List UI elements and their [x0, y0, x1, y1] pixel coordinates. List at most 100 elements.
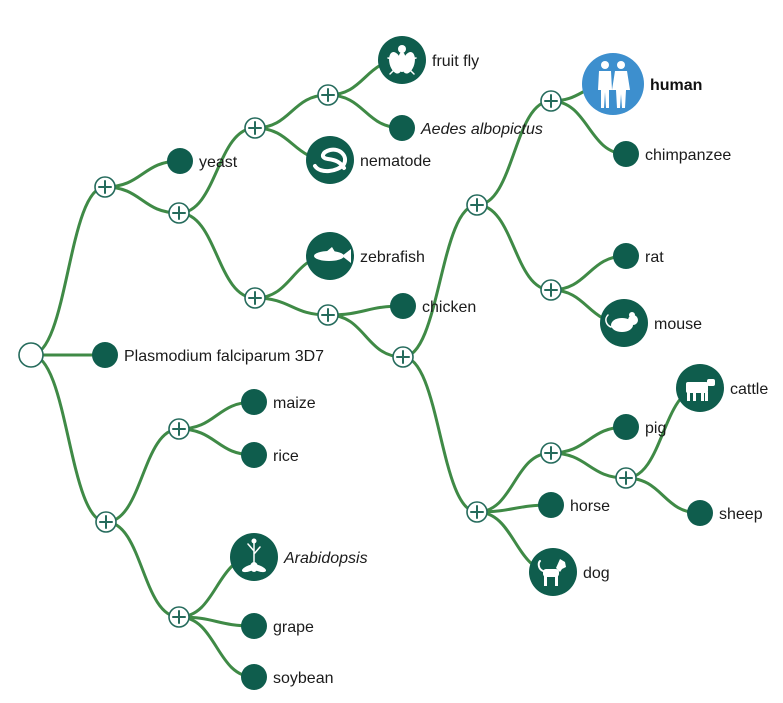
mouse-circle[interactable] — [600, 299, 648, 347]
species-label-yeast[interactable]: yeast — [199, 154, 238, 171]
species-label-grape[interactable]: grape — [273, 619, 314, 636]
expand-node-j-l1[interactable] — [466, 501, 488, 523]
expand-circle[interactable] — [94, 176, 116, 198]
expand-node-j-u3[interactable] — [317, 84, 339, 106]
expand-circle[interactable] — [317, 304, 339, 326]
species-label-dog[interactable]: dog — [583, 565, 610, 582]
species-node-aedes[interactable] — [389, 115, 415, 141]
expand-node-j-v1[interactable] — [244, 287, 266, 309]
dog-circle[interactable] — [529, 548, 577, 596]
species-label-cattle[interactable]: cattle — [730, 381, 768, 398]
edge-j-v3-j-p1 — [401, 203, 479, 359]
species-label-maize[interactable]: maize — [273, 395, 316, 412]
species-label-zebrafish[interactable]: zebrafish — [360, 249, 425, 266]
species-label-horse[interactable]: horse — [570, 498, 610, 515]
species-node-yeast[interactable] — [167, 148, 193, 174]
aedes-circle[interactable] — [389, 115, 415, 141]
species-node-chicken[interactable] — [390, 293, 416, 319]
species-node-mouse[interactable] — [600, 299, 648, 347]
plasmodium-circle[interactable] — [92, 342, 118, 368]
expand-node-j-upper[interactable] — [94, 176, 116, 198]
species-node-horse[interactable] — [538, 492, 564, 518]
species-node-human[interactable] — [582, 53, 644, 115]
expand-node-j-r1[interactable] — [540, 279, 562, 301]
species-node-fruit-fly[interactable] — [378, 36, 426, 84]
expand-circle[interactable] — [317, 84, 339, 106]
rice-circle[interactable] — [241, 442, 267, 468]
edge-j-v1-j-v2 — [253, 296, 330, 317]
cattle-circle[interactable] — [676, 364, 724, 412]
species-node-maize[interactable] — [241, 389, 267, 415]
species-node-sheep[interactable] — [687, 500, 713, 526]
expand-circle[interactable] — [392, 346, 414, 368]
expand-circle[interactable] — [615, 467, 637, 489]
expand-node-j-m1[interactable] — [168, 418, 190, 440]
expand-circle[interactable] — [540, 279, 562, 301]
species-node-cattle[interactable] — [676, 364, 724, 412]
species-label-sheep[interactable]: sheep — [719, 506, 763, 523]
species-node-chimpanzee[interactable] — [613, 141, 639, 167]
edge-j-p1-j-p2 — [475, 99, 553, 207]
fruit-fly-circle[interactable] — [378, 36, 426, 84]
expand-node-j-v2[interactable] — [317, 304, 339, 326]
species-label-human[interactable]: human — [650, 77, 702, 94]
species-node-plasmodium[interactable] — [92, 342, 118, 368]
species-node-nematode[interactable] — [306, 136, 354, 184]
expand-circle[interactable] — [168, 202, 190, 224]
expand-node-j-lower[interactable] — [95, 511, 117, 533]
species-node-rice[interactable] — [241, 442, 267, 468]
expand-circle[interactable] — [244, 287, 266, 309]
species-node-soybean[interactable] — [241, 664, 267, 690]
expand-node-j-v3[interactable] — [392, 346, 414, 368]
species-node-arabidopsis[interactable] — [230, 533, 278, 581]
species-label-plasmodium[interactable]: Plasmodium falciparum 3D7 — [124, 348, 324, 365]
expand-circle[interactable] — [540, 442, 562, 464]
chimpanzee-circle[interactable] — [613, 141, 639, 167]
soybean-circle[interactable] — [241, 664, 267, 690]
species-label-aedes[interactable]: Aedes albopictus — [420, 121, 543, 138]
zebrafish-circle[interactable] — [306, 232, 354, 280]
expand-node-j-l3[interactable] — [615, 467, 637, 489]
yeast-circle[interactable] — [167, 148, 193, 174]
species-label-mouse[interactable]: mouse — [654, 316, 702, 333]
species-label-chicken[interactable]: chicken — [422, 299, 476, 316]
horse-circle[interactable] — [538, 492, 564, 518]
species-label-fruit-fly[interactable]: fruit fly — [432, 53, 479, 70]
species-label-arabidopsis[interactable]: Arabidopsis — [283, 550, 368, 567]
expand-circle[interactable] — [168, 606, 190, 628]
root-node[interactable] — [18, 342, 44, 368]
human-circle[interactable] — [582, 53, 644, 115]
maize-circle[interactable] — [241, 389, 267, 415]
species-label-soybean[interactable]: soybean — [273, 670, 334, 687]
grape-circle[interactable] — [241, 613, 267, 639]
expand-node-j-p1[interactable] — [466, 194, 488, 216]
pig-circle[interactable] — [613, 414, 639, 440]
expand-node-j-m2[interactable] — [168, 606, 190, 628]
expand-node-j-p2[interactable] — [540, 90, 562, 112]
chicken-circle[interactable] — [390, 293, 416, 319]
species-node-zebrafish[interactable] — [306, 232, 354, 280]
expand-node-j-l2[interactable] — [540, 442, 562, 464]
species-node-dog[interactable] — [529, 548, 577, 596]
arabidopsis-circle[interactable] — [230, 533, 278, 581]
expand-circle[interactable] — [466, 501, 488, 523]
edge-j-v3-j-l1 — [401, 355, 479, 514]
nematode-circle[interactable] — [306, 136, 354, 184]
species-label-pig[interactable]: pig — [645, 420, 666, 437]
expand-node-j-u2[interactable] — [244, 117, 266, 139]
expand-circle[interactable] — [95, 511, 117, 533]
species-label-rat[interactable]: rat — [645, 249, 664, 266]
expand-circle[interactable] — [168, 418, 190, 440]
expand-circle[interactable] — [244, 117, 266, 139]
expand-node-j-u1[interactable] — [168, 202, 190, 224]
species-label-nematode[interactable]: nematode — [360, 153, 431, 170]
species-label-rice[interactable]: rice — [273, 448, 299, 465]
species-node-grape[interactable] — [241, 613, 267, 639]
sheep-circle[interactable] — [687, 500, 713, 526]
rat-circle[interactable] — [613, 243, 639, 269]
species-label-chimpanzee[interactable]: chimpanzee — [645, 147, 731, 164]
species-node-rat[interactable] — [613, 243, 639, 269]
species-node-pig[interactable] — [613, 414, 639, 440]
expand-circle[interactable] — [540, 90, 562, 112]
expand-circle[interactable] — [466, 194, 488, 216]
